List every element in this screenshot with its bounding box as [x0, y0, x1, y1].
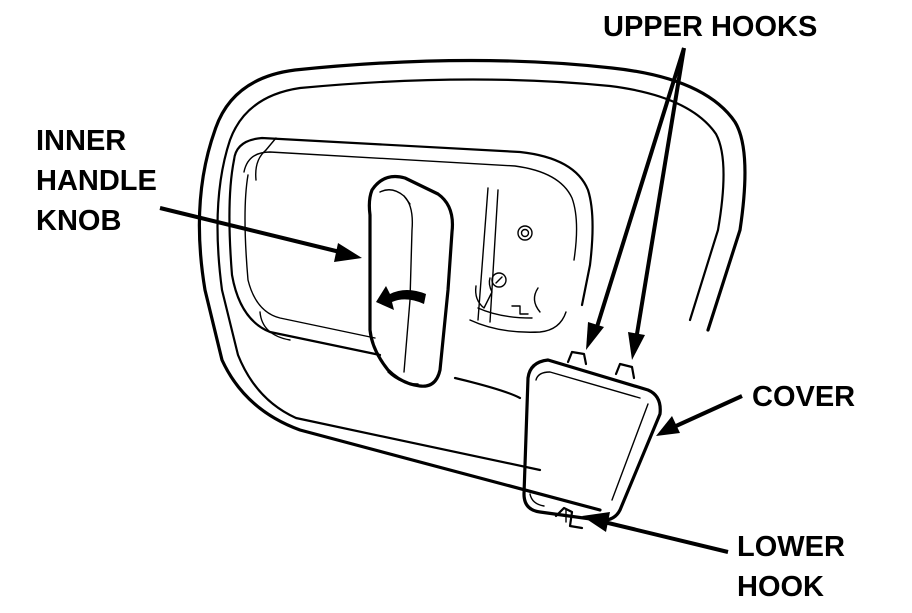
label-cover: COVER	[752, 381, 855, 413]
label-inner-handle-line2: HANDLE	[36, 165, 157, 197]
label-inner-handle-line1: INNER	[36, 125, 126, 157]
inner-handle-knob	[367, 174, 455, 388]
trim-panel	[197, 58, 747, 512]
cover	[522, 358, 662, 522]
label-lower-hook-line1: LOWER	[737, 531, 845, 563]
label-lower-hook-line2: HOOK	[737, 571, 824, 603]
handle-pocket	[228, 136, 594, 400]
leader-arrows	[159, 47, 743, 554]
upper-hooks-detail	[566, 350, 636, 380]
mechanism-well	[469, 187, 567, 333]
lower-hook-detail	[554, 506, 584, 530]
label-inner-handle-line3: KNOB	[36, 205, 121, 237]
label-upper-hooks: UPPER HOOKS	[603, 11, 817, 43]
